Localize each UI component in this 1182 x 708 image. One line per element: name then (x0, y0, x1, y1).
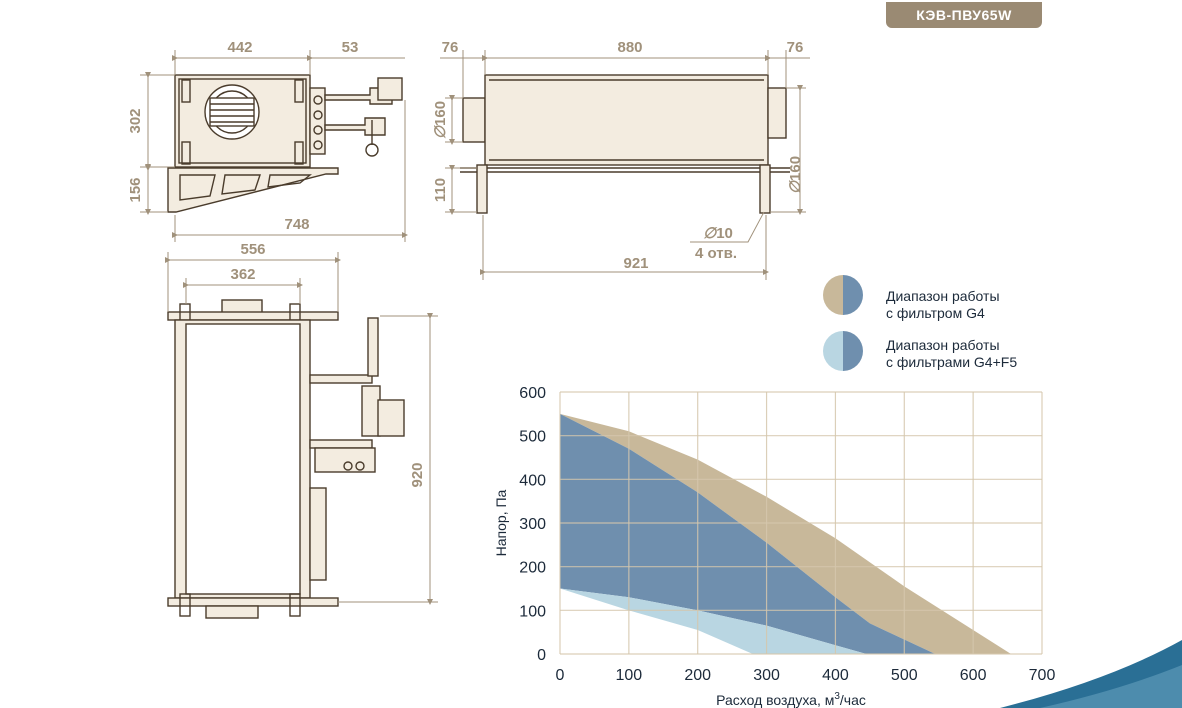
dim-748: 748 (284, 216, 309, 233)
dim-556: 556 (240, 241, 265, 258)
dim-76-left: 76 (442, 39, 459, 56)
x-tick-label: 300 (753, 667, 780, 684)
dim-362: 362 (230, 266, 255, 283)
x-tick-label: 700 (1029, 667, 1056, 684)
dim-880: 880 (617, 39, 642, 56)
legend-g4f5-swatch (823, 331, 863, 371)
dim-4-holes: 4 отв. (695, 245, 737, 262)
dim-921: 921 (623, 255, 648, 272)
top-dimensions (165, 252, 438, 605)
dim-53: 53 (342, 39, 359, 56)
top-view (167, 299, 405, 619)
corner-wave-light (1040, 665, 1182, 708)
series-area-lightblue (560, 588, 867, 654)
y-tick-label: 200 (519, 560, 546, 577)
y-tick-label: 400 (519, 472, 546, 489)
x-tick-label: 500 (891, 667, 918, 684)
dim-diameter-160-right: ∅160 (787, 156, 804, 194)
dim-diameter-160-left: ∅160 (432, 101, 449, 139)
dim-156: 156 (127, 177, 144, 202)
dim-302: 302 (127, 108, 144, 133)
dim-442: 442 (227, 39, 252, 56)
x-tick-label: 0 (556, 667, 565, 684)
y-tick-label: 0 (537, 647, 546, 664)
dim-920: 920 (409, 462, 426, 487)
x-tick-label: 400 (822, 667, 849, 684)
x-axis-label: Расход воздуха, м3/час (716, 691, 866, 708)
y-tick-label: 100 (519, 603, 546, 620)
dim-diameter-10: ∅10 (703, 225, 733, 242)
side-view (460, 74, 790, 214)
dim-76-right: 76 (787, 39, 804, 56)
legend-g4-swatch (823, 275, 863, 315)
x-tick-label: 200 (684, 667, 711, 684)
model-badge: КЭВ-ПВУ65W (886, 2, 1042, 28)
y-tick-label: 500 (519, 429, 546, 446)
y-tick-label: 300 (519, 516, 546, 533)
series-area-tan (560, 413, 1012, 654)
x-tick-label: 100 (616, 667, 643, 684)
dim-110: 110 (432, 178, 449, 202)
side-dimensions (440, 50, 810, 280)
front-view (167, 74, 403, 213)
performance-chart: 0 100 200 300 400 500 600 700 0 100 200 300 400 500 60… (493, 385, 1055, 708)
series-area-blue (560, 413, 936, 654)
y-tick-label: 600 (519, 385, 546, 402)
y-axis-label: Напор, Па (493, 489, 509, 556)
front-dimensions (140, 50, 408, 242)
x-tick-label: 600 (960, 667, 987, 684)
